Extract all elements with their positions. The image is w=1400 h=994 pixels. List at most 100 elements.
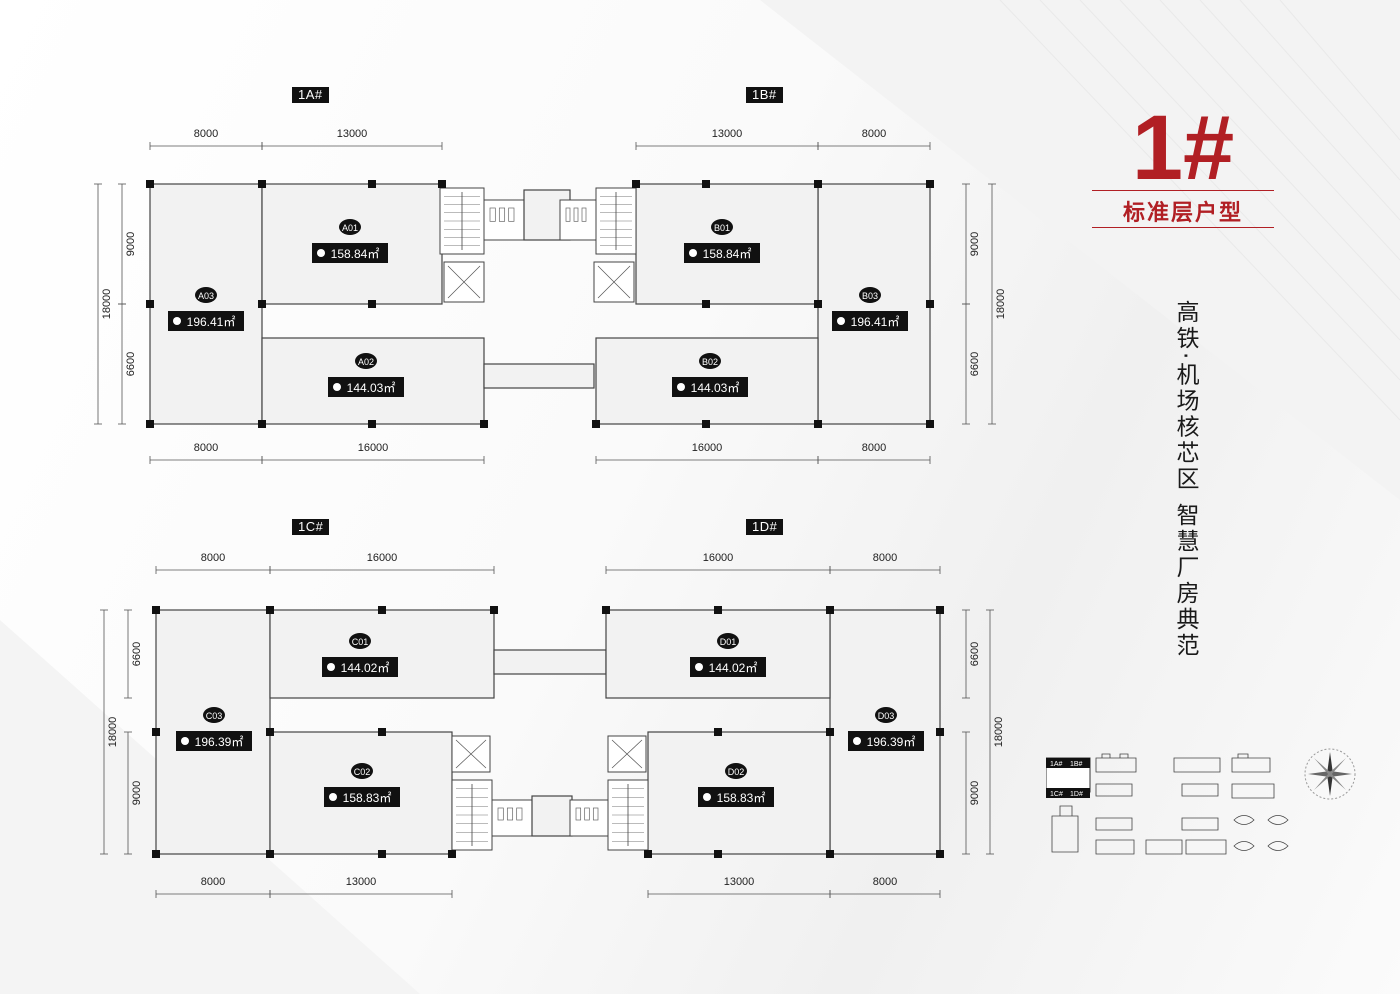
1a-bottom-column-3-0: [480, 420, 488, 428]
1b-mid-column-1-0: [814, 300, 822, 308]
dim-1c-top-1-label: 16000: [367, 552, 398, 564]
page-subtitle: 标准层户型: [1122, 200, 1243, 225]
lift-1c-cross-b: [455, 739, 487, 769]
unit-a01-area-icon: [317, 249, 325, 257]
room-b03: [817, 183, 931, 425]
key-label-1a: 1A#: [1050, 761, 1063, 768]
unit-d02-code: D02: [728, 767, 745, 777]
unit-d02-area-badge: [698, 787, 774, 807]
dim-1c-bottom-0-label: 8000: [201, 876, 225, 888]
key-label-1d: 1D#: [1070, 791, 1083, 798]
building-tag-1a: 1A#: [292, 87, 329, 103]
toilet-1c: [491, 799, 533, 837]
dim-1c-side-total-label: 18000: [107, 717, 119, 748]
1d-mid-column-0-0: [714, 728, 722, 736]
1a-top-column-0-0: [146, 180, 154, 188]
dim-1a-side-1-label: 6600: [125, 352, 137, 376]
title-rule-bottom: [1092, 227, 1274, 228]
key-plan: 1A# 1B# 1C# 1D#: [1046, 753, 1289, 855]
toilet-1b-stall-2: [581, 207, 587, 222]
dim-1b-bottom-1-label: 8000: [862, 442, 886, 454]
toilet-1b-stall-1: [573, 207, 579, 222]
toilet-1b-stall-0: [565, 207, 571, 222]
lift-1a-cross-b: [447, 265, 481, 299]
unit-a01-code-badge: [339, 219, 361, 235]
unit-a03-code: A03: [198, 291, 214, 301]
compass-icon: [1304, 748, 1356, 800]
unit-b03-code: B03: [862, 291, 878, 301]
dim-1c-side-0-label: 6600: [131, 642, 143, 666]
dim-1a-top-0-label: 8000: [194, 128, 218, 140]
1b-bottom-column-1-0: [702, 420, 710, 428]
1c-mid-column-2-0: [378, 728, 386, 736]
unit-c03-area-badge: [176, 731, 252, 751]
dim-1b-top-1-label: 8000: [862, 128, 886, 140]
unit-c02-area-badge: [324, 787, 400, 807]
page-title: 1#: [1131, 97, 1235, 199]
unit-c02-code-badge: [351, 763, 373, 779]
unit-c02-code: C02: [354, 767, 371, 777]
unit-b02-area-badge: [672, 377, 748, 397]
1c-top-column-0-0: [152, 606, 160, 614]
1c-top-column-2-0: [378, 606, 386, 614]
1b-top-column-2-0: [814, 180, 822, 188]
1d-top-column-1-0: [714, 606, 722, 614]
key-label-1b: 1B#: [1070, 761, 1083, 768]
dim-1d-bottom-1-label: 8000: [873, 876, 897, 888]
1c-bottom-column-0-0: [152, 850, 160, 858]
1d-bottom-column-2-0: [826, 850, 834, 858]
1a-bottom-column-0-0: [146, 420, 154, 428]
1c-top-column-3-0: [490, 606, 498, 614]
1c-mid-column-0-0: [152, 728, 160, 736]
unit-d01-area-badge: [690, 657, 766, 677]
unit-b03-area-badge: [832, 311, 908, 331]
1a-mid-column-0-0: [146, 300, 154, 308]
unit-a01-area-badge: [312, 243, 388, 263]
dim-1c-top-0-label: 8000: [201, 552, 225, 564]
unit-d01-area: 144.02㎡: [709, 661, 758, 675]
bridge-lower: [493, 649, 607, 675]
unit-a01-area: 158.84㎡: [331, 247, 380, 261]
building-tag-1c: 1C#: [292, 519, 330, 535]
1a-top-column-3-0: [438, 180, 446, 188]
unit-b02-code-badge: [699, 353, 721, 369]
unit-a03-area: 196.41㎡: [187, 315, 236, 329]
unit-d01-area-icon: [695, 663, 703, 671]
room-c01: [269, 609, 495, 699]
unit-c03-code-badge: [203, 707, 225, 723]
1c-top-column-1-0: [266, 606, 274, 614]
unit-a03-area-badge: [168, 311, 244, 331]
unit-b02-area: 144.03㎡: [691, 381, 740, 395]
1d-top-column-0-0: [602, 606, 610, 614]
1a-mid-column-2-0: [368, 300, 376, 308]
dim-1a-top-1-label: 13000: [337, 128, 368, 140]
building-tag-1d: 1D#: [746, 519, 784, 535]
1b-bottom-column-0-0: [592, 420, 600, 428]
unit-c03-code: C03: [206, 711, 223, 721]
unit-d03-code: D03: [878, 711, 895, 721]
unit-c01-area-icon: [327, 663, 335, 671]
1a-mid-column-1-0: [258, 300, 266, 308]
1d-top-column-3-0: [936, 606, 944, 614]
unit-b03-area-icon: [837, 317, 845, 325]
unit-d03-code-badge: [875, 707, 897, 723]
unit-a02-code-badge: [355, 353, 377, 369]
1d-top-column-2-0: [826, 606, 834, 614]
toilet-1d-stall-1: [584, 807, 590, 821]
toilet-1c-stall-0: [497, 807, 504, 821]
toilet-1a: [483, 199, 525, 241]
unit-d03-area-icon: [853, 737, 861, 745]
unit-b03-area: 196.41㎡: [851, 315, 900, 329]
1a-top-column-1-0: [258, 180, 266, 188]
key-label-1c: 1C#: [1050, 791, 1063, 798]
unit-a03-code-badge: [195, 287, 217, 303]
1b-top-column-3-0: [926, 180, 934, 188]
unit-b01-area: 158.84㎡: [703, 247, 752, 261]
unit-c01-code: C01: [352, 637, 369, 647]
1a-bottom-column-1-0: [258, 420, 266, 428]
1b-bottom-column-2-0: [814, 420, 822, 428]
toilet-1c-stall-2: [516, 807, 523, 821]
dim-1b-side-1-label: 6600: [969, 352, 981, 376]
1b-top-column-1-0: [702, 180, 710, 188]
